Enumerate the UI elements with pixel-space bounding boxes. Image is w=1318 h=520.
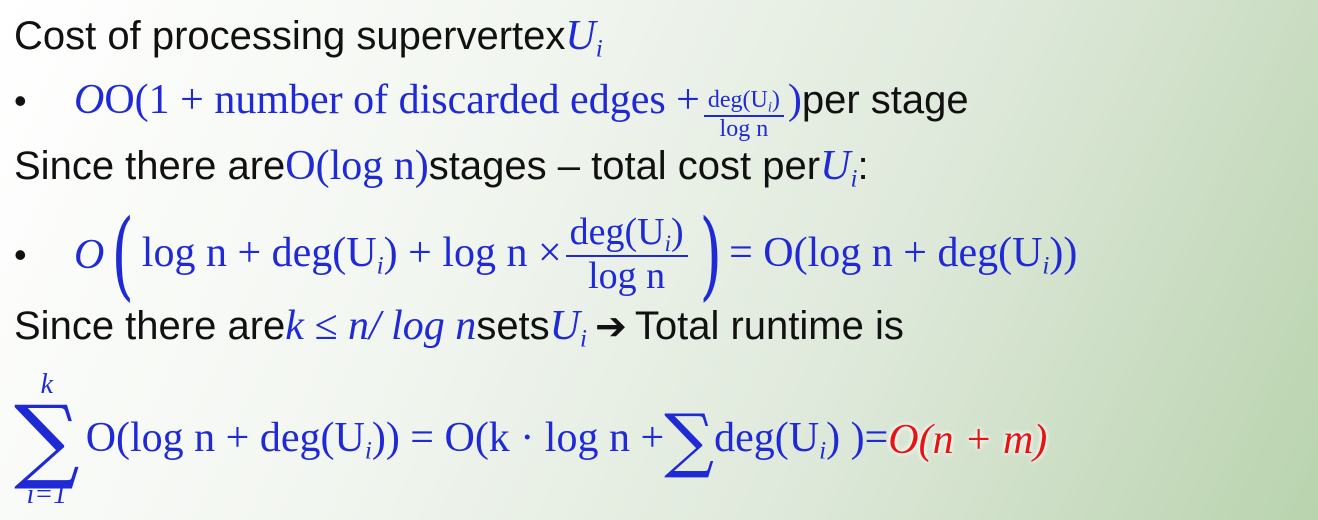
text-since-there-are: Since there are: [14, 304, 286, 348]
text-colon: :: [857, 144, 869, 188]
text-since-there-are: Since there are: [14, 144, 286, 188]
summation: k ∑ i=1: [14, 368, 80, 511]
math-O: O: [74, 232, 105, 278]
math-U: Ui: [549, 303, 588, 353]
text-stages-total-cost: stages – total cost per: [428, 144, 821, 188]
text-per-stage: per stage: [801, 78, 969, 122]
bullet: •: [14, 234, 27, 275]
sigma-icon: ∑: [14, 385, 80, 493]
line-bullet-per-stage: • OO(1 + number of discarded edges + deg…: [14, 76, 969, 149]
math-close-paren: ): [787, 77, 802, 123]
fraction-deg-over-log: deg(Ui) log n: [565, 212, 688, 298]
math-deg-sum: deg(Ui) )=: [714, 415, 889, 465]
line-since-stages: Since there are O(log n) stages – total …: [14, 142, 869, 194]
sigma-icon: ∑: [664, 398, 715, 481]
sum-upper-limit: k: [40, 368, 54, 400]
sum-lower-limit: i=1: [26, 479, 68, 511]
math-U: Ui: [565, 13, 603, 63]
text-cost-of-processing: Cost of processing supervertex: [14, 14, 566, 58]
arrow-right-icon: ➔: [595, 306, 627, 348]
math-U: Ui: [820, 143, 858, 193]
big-left-paren: (: [111, 198, 135, 311]
math-equals-O-log-deg: = O(log n + deg(Ui)): [729, 230, 1078, 280]
bullet: •: [14, 80, 27, 121]
line-since-sets: Since there are k ≤ n/ log n sets Ui ➔ T…: [14, 302, 904, 354]
math-sum-expression: O(log n + deg(Ui)) = O(k · log n +: [85, 415, 665, 465]
math-result-O-n-plus-m: O(n + m): [888, 417, 1048, 463]
big-right-paren: ): [699, 198, 722, 311]
line-cost-of-processing: Cost of processing supervertex Ui: [14, 12, 603, 64]
math-log-plus-deg: log n + deg(Ui) + log n ×: [141, 230, 562, 280]
math-k-le-n-over-log-n: k ≤ n/ log n: [285, 303, 477, 349]
math-O-log-n: O(log n): [285, 143, 429, 189]
text-total-runtime: Total runtime is: [634, 304, 904, 348]
line-bullet-total-cost: • O ( log n + deg(Ui) + log n × deg(Ui) …: [14, 205, 1077, 305]
fraction-deg-over-log: deg(Ui) log n: [703, 87, 784, 143]
line-summation: k ∑ i=1 O(log n + deg(Ui)) = O(k · log n…: [14, 360, 1047, 520]
math-cost-per-stage: OO(1 + number of discarded edges +: [74, 77, 700, 123]
text-sets: sets: [476, 304, 550, 348]
